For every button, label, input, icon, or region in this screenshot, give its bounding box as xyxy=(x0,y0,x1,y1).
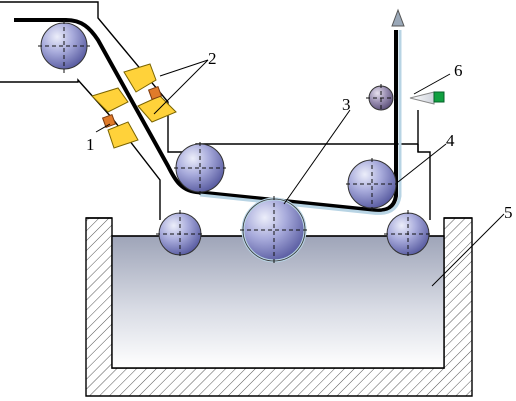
nozzle-upper-left xyxy=(91,87,129,113)
leader-lines xyxy=(95,59,505,287)
roller-small-sensor xyxy=(366,84,396,112)
film-coated-layer xyxy=(199,30,402,215)
callout-6: 6 xyxy=(454,61,463,80)
heater-upper xyxy=(147,85,163,101)
square-icon xyxy=(433,91,445,103)
roller-guide-right xyxy=(346,158,398,212)
roller-bath-left xyxy=(156,210,204,258)
roller-coating-large xyxy=(240,196,308,264)
callout-3: 3 xyxy=(342,95,351,114)
film-strip xyxy=(14,18,398,213)
callout-4: 4 xyxy=(446,131,455,150)
sensor xyxy=(409,91,445,105)
arrow-up-icon xyxy=(391,8,405,27)
roller-bath-right xyxy=(384,210,432,258)
roller-top-left xyxy=(38,20,90,74)
callout-1: 1 xyxy=(86,135,95,154)
callout-5: 5 xyxy=(504,203,513,222)
nozzle-lower-left xyxy=(107,121,139,149)
callout-2: 2 xyxy=(208,49,217,68)
nozzle-assembly xyxy=(91,63,177,149)
roller-guide-upper xyxy=(174,142,226,196)
nozzle-upper-right xyxy=(123,63,157,93)
heater-lower xyxy=(101,113,117,129)
nozzle-lower-right xyxy=(137,95,177,123)
